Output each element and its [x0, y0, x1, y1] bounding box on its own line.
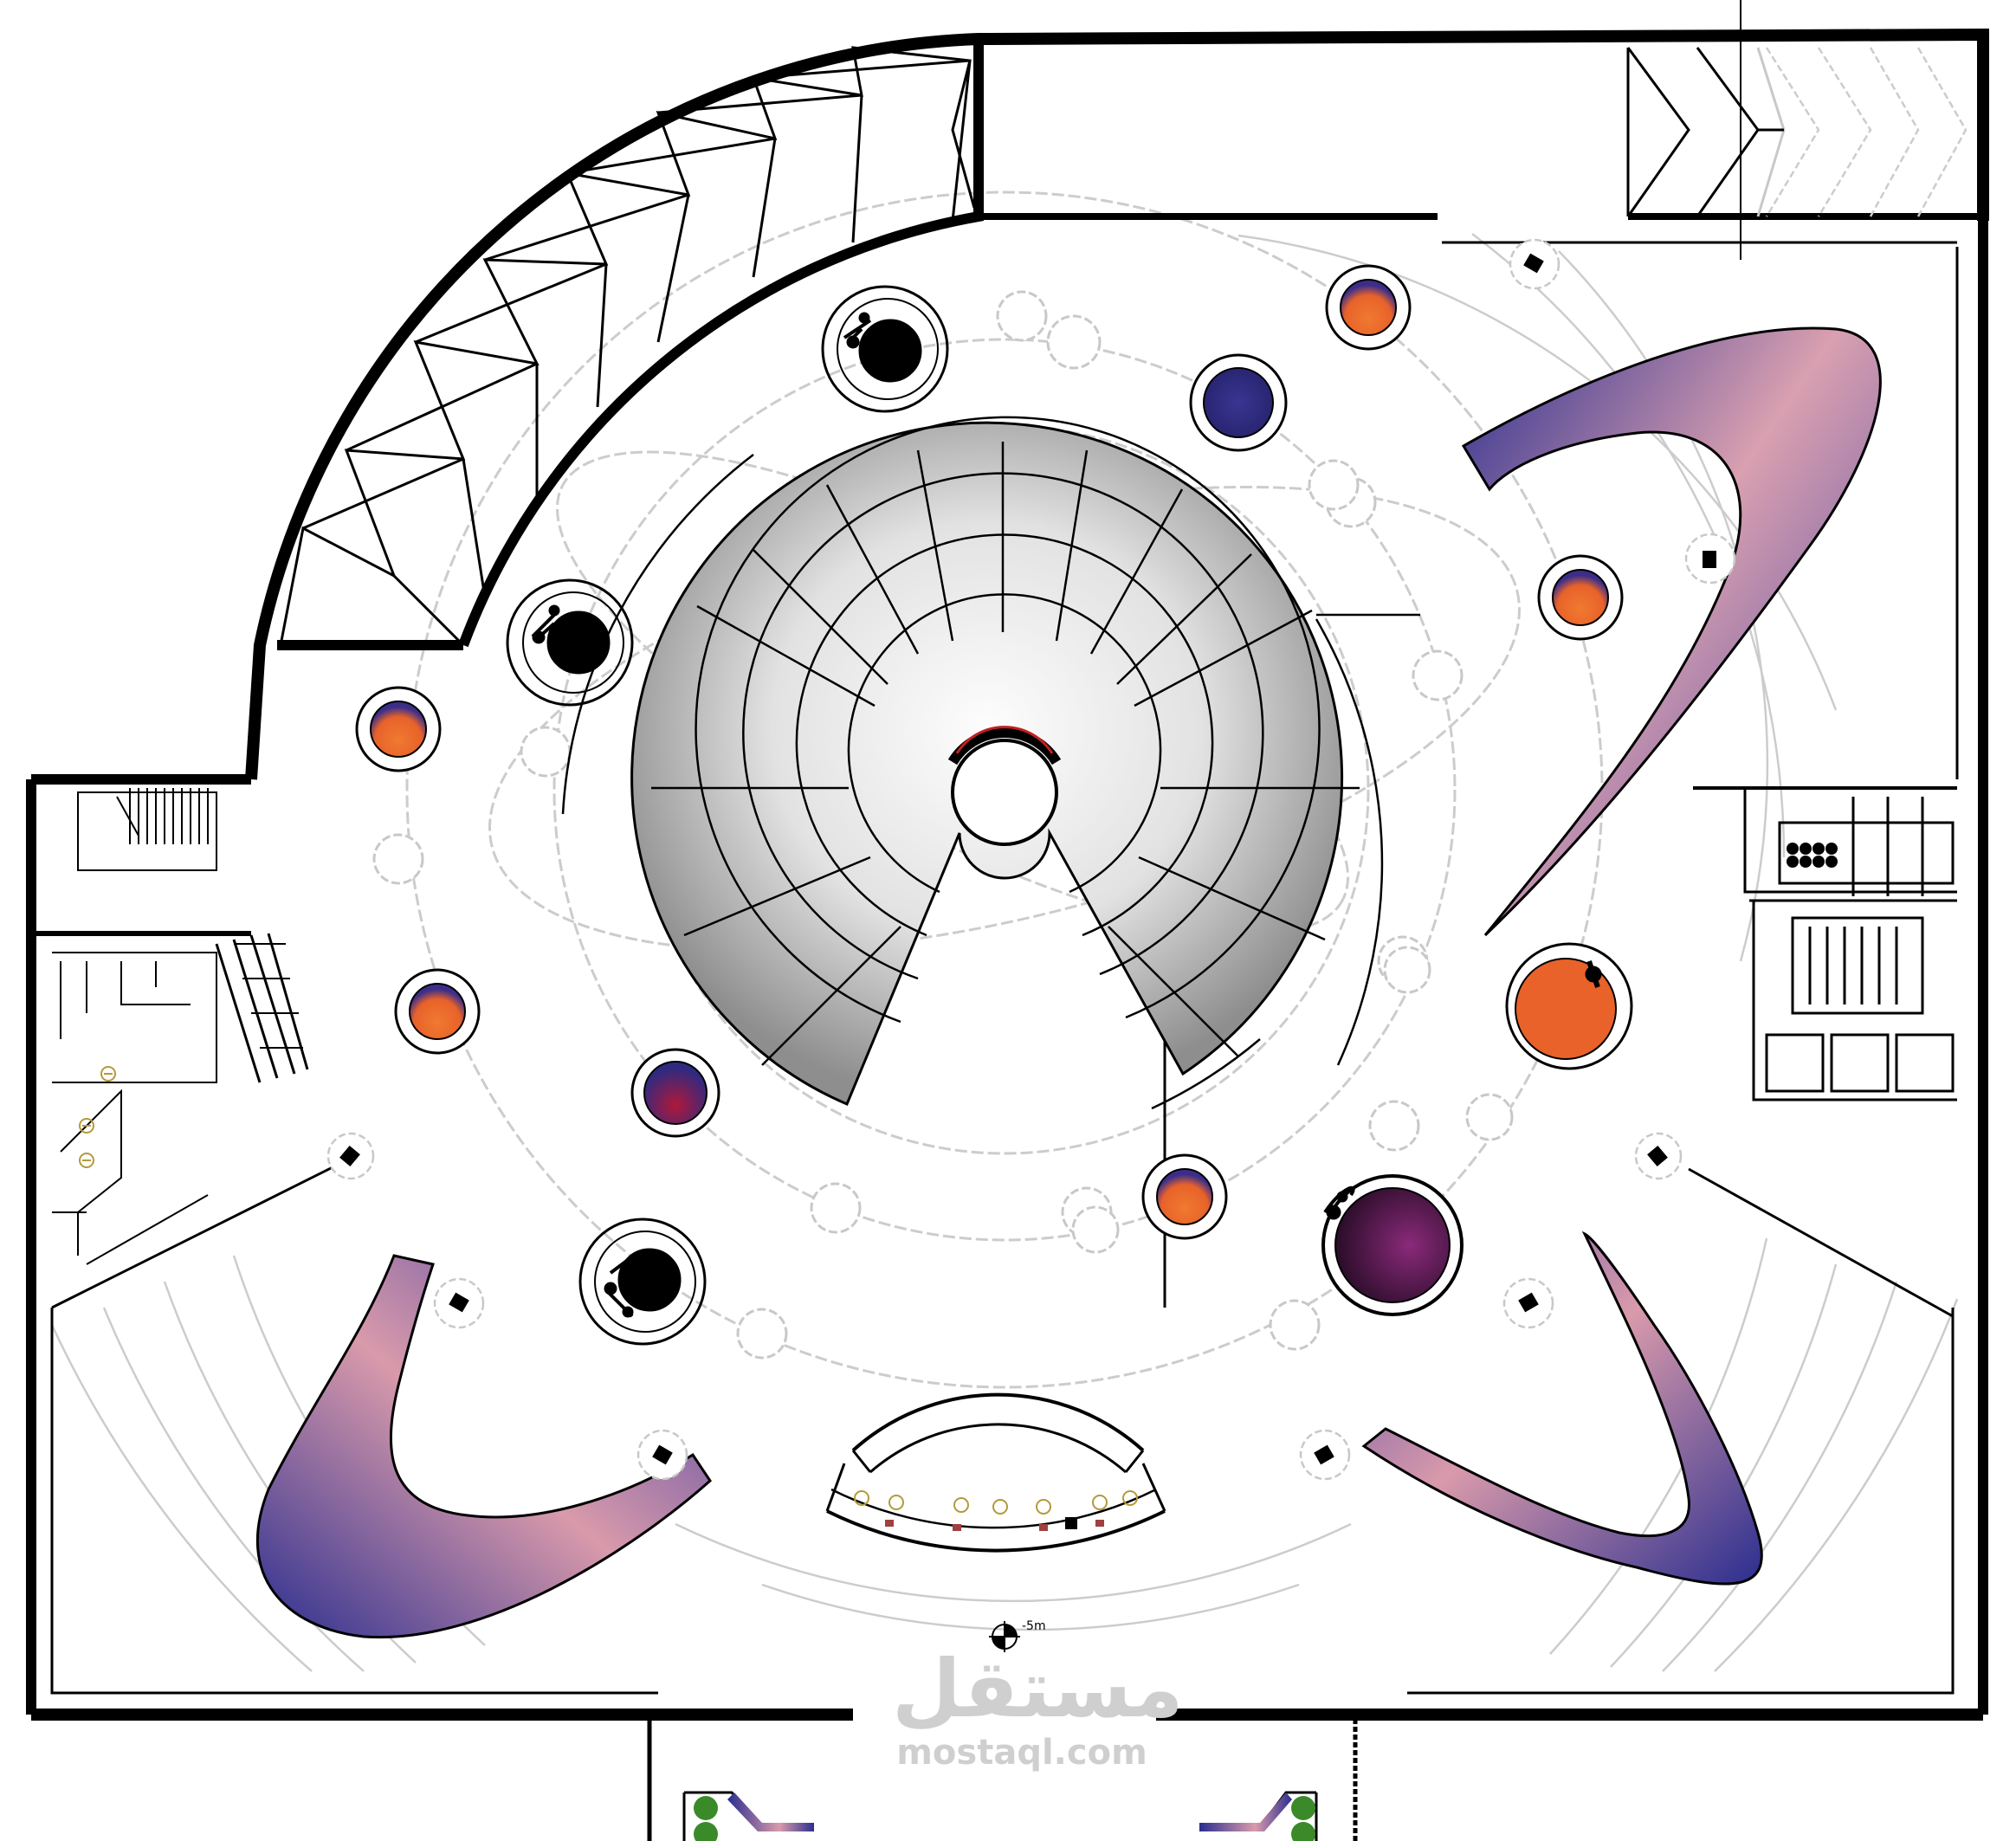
- planet-icon: [1325, 264, 1412, 351]
- entrance-strip-right: [1199, 1793, 1292, 1831]
- planet-icon: [1141, 1153, 1228, 1240]
- east-sinks: [1787, 843, 1838, 868]
- reception-desk: [825, 1392, 1166, 1553]
- floor-arcs: [50, 233, 1959, 1672]
- planet-icon: [394, 968, 481, 1055]
- crescent-southwest: [255, 1254, 712, 1639]
- corridor-truss: [280, 46, 976, 647]
- planet-icon: [1189, 353, 1288, 452]
- telescope-icon: [578, 1218, 707, 1346]
- planet-icon: [1537, 554, 1624, 641]
- crescent-decor: [255, 326, 1882, 1639]
- planets: [355, 264, 1633, 1316]
- level-marker-icon: [989, 1621, 1020, 1652]
- entrance-strip-left: [727, 1793, 814, 1831]
- light-fixtures: [326, 238, 1736, 1481]
- level-label: -5m: [1022, 1619, 1046, 1633]
- ramp-chevrons-light: [1765, 47, 1968, 217]
- west-fixtures: [79, 1066, 116, 1168]
- telescope-icon: [506, 578, 634, 707]
- telescopes: [506, 285, 949, 1346]
- plant-icon: [694, 1796, 1315, 1841]
- central-dome: [561, 416, 1420, 1110]
- crescent-southeast: [1361, 1231, 1763, 1586]
- planet-icon: [630, 1048, 720, 1138]
- crescent-northeast: [1461, 326, 1882, 937]
- planet-icon: [1505, 942, 1633, 1070]
- west-stairs: [31, 788, 309, 1265]
- planet-icon: [1321, 1174, 1464, 1316]
- ramp-chevrons: [1626, 0, 1786, 260]
- telescope-icon: [821, 285, 949, 413]
- orbit-nodes: [372, 290, 1514, 1360]
- reception-chairs: [854, 1490, 1138, 1531]
- orbit-ring-middle: [552, 338, 1457, 1242]
- east-rooms: [1743, 788, 1957, 1093]
- planet-icon: [355, 686, 442, 772]
- dome-core: [951, 739, 1058, 846]
